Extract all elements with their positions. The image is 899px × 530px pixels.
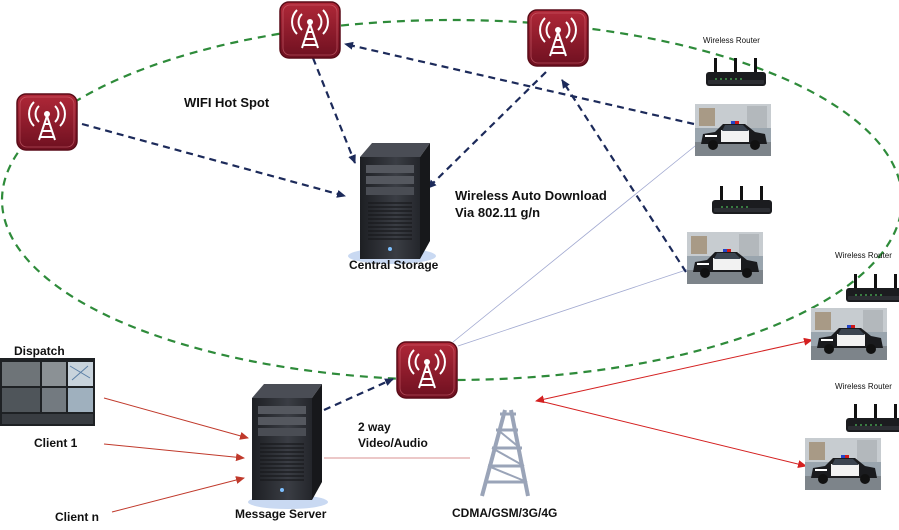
wifi-hotspot-label: WIFI Hot Spot [184,95,270,110]
two-way-label: 2 way [358,420,391,434]
server-tower-icon [251,383,323,501]
cell-tower-icon [480,409,530,497]
link-tower-car-lower [539,400,807,468]
wireless-router-label: Wireless Router [835,251,892,260]
wifi-hotspot-icon [396,341,458,399]
wireless-standard-label: Via 802.11 g/n [455,205,541,220]
police-car-icon [811,308,887,360]
dispatch-screen-icon [0,358,95,426]
wifi-hotspot-icon [279,1,341,59]
wireless-router-icon [706,58,766,86]
link-dispatch-to-server [103,397,249,440]
link-client1-to-server [103,443,245,462]
link-hotspot-top-to-storage [311,57,357,164]
police-car-icon [805,438,881,490]
cellular-network-label: CDMA/GSM/3G/4G [452,506,558,520]
wifi-hotspot-icon [527,9,589,67]
link-hotspot-right-to-storage [427,71,547,189]
wireless-router-icon [846,274,899,302]
dispatch-label: Dispatch [14,344,65,358]
wireless-router-icon [712,186,772,214]
police-car-icon [695,104,771,156]
wireless-router-label: Wireless Router [835,382,892,391]
wifi-hotspot-icon [16,93,78,151]
client-n-label: Client n [55,510,99,524]
link-clientn-to-server [111,476,245,513]
link-car-to-hotspot-right [561,79,687,273]
wireless-router-label: Wireless Router [703,36,760,45]
server-tower-icon [359,142,431,260]
thin-link-hotspot-car-2 [457,267,693,347]
central-storage-label: Central Storage [349,258,439,272]
link-server-to-hotspot [323,377,394,412]
link-tower-car-upper [535,337,813,404]
wireless-auto-download-label: Wireless Auto Download [455,188,607,203]
video-audio-label: Video/Audio [358,436,428,450]
message-server-label: Message Server [235,507,327,521]
wireless-router-icon [846,404,899,432]
thin-link-hotspot-car-1 [452,141,701,343]
link-car-to-hotspot-top [344,41,695,126]
client-1-label: Client 1 [34,436,78,450]
link-hotspot-left-to-storage [81,122,346,198]
police-car-icon [687,232,763,284]
